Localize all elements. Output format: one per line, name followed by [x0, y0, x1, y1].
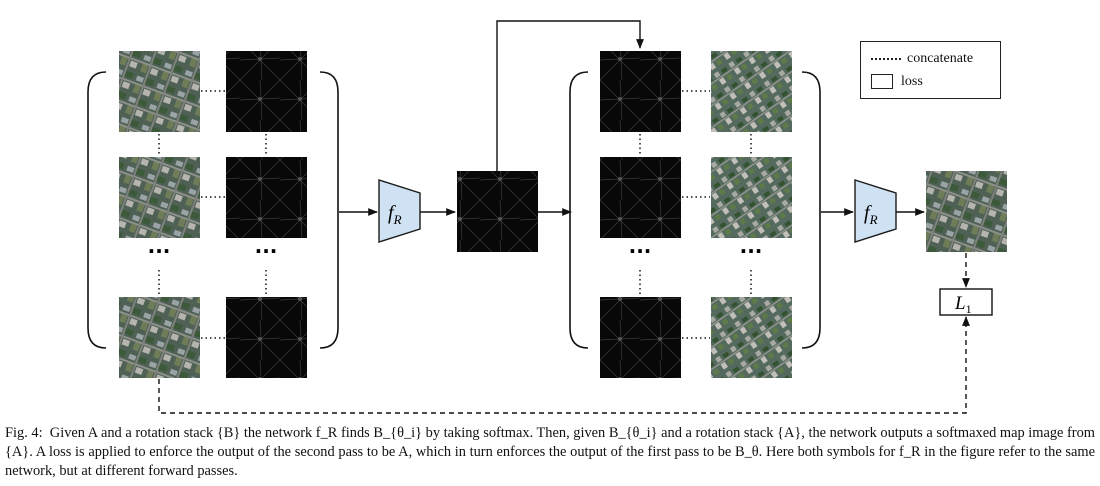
caption-text: Given A and a rotation stack {B} the net…: [5, 425, 1095, 480]
left-stack-close-brace: [319, 71, 339, 349]
network-fR-first-pass: fR: [378, 179, 421, 243]
aerial-image-A: [119, 157, 200, 238]
right-stack-open-brace: [569, 71, 589, 349]
figure-caption: Fig. 4: Given A and a rotation stack {B}…: [5, 424, 1095, 482]
second-pass-output-A: [926, 171, 1007, 252]
stack-ellipsis: ···: [740, 239, 763, 263]
aerial-image-A: [119, 297, 200, 378]
rotated-map-image-B: [226, 157, 307, 238]
rotated-aerial-image-A: [711, 51, 792, 132]
square-icon: [871, 74, 893, 90]
svg-text:fR: fR: [388, 202, 402, 227]
legend: concatenate loss: [860, 41, 1001, 99]
dotted-line-icon: [871, 57, 901, 60]
pipeline-diagram: ··· ··· fR ··· ··· fR: [87, 20, 1007, 414]
legend-concatenate: concatenate: [871, 51, 973, 67]
right-stack-close-brace: [801, 71, 821, 349]
right-stack: ··· ···: [569, 51, 821, 378]
map-image-B-theta: [600, 51, 681, 132]
svg-text:fR: fR: [864, 202, 878, 227]
left-stack: ··· ···: [87, 51, 339, 378]
loss-L1-box: L1: [939, 288, 993, 316]
map-image-B-theta: [600, 297, 681, 378]
stack-ellipsis: ···: [255, 239, 278, 263]
legend-loss: loss: [871, 74, 923, 90]
rotated-map-image-B: [226, 297, 307, 378]
caption-prefix: Fig. 4:: [5, 425, 43, 441]
map-image-B-theta: [600, 157, 681, 238]
stack-ellipsis: ···: [629, 239, 652, 263]
network-fR-second-pass: fR: [854, 179, 897, 243]
feedback-arrow: [496, 20, 644, 171]
first-pass-output-B-theta: [457, 171, 538, 252]
rotated-aerial-image-A: [711, 157, 792, 238]
stack-ellipsis: ···: [148, 239, 171, 263]
aerial-image-A: [119, 51, 200, 132]
legend-loss-label: loss: [901, 74, 923, 89]
legend-concatenate-label: concatenate: [907, 51, 974, 66]
rotated-map-image-B: [226, 51, 307, 132]
left-stack-open-brace: [87, 71, 107, 349]
rotated-aerial-image-A: [711, 297, 792, 378]
svg-text:L1: L1: [954, 293, 972, 316]
